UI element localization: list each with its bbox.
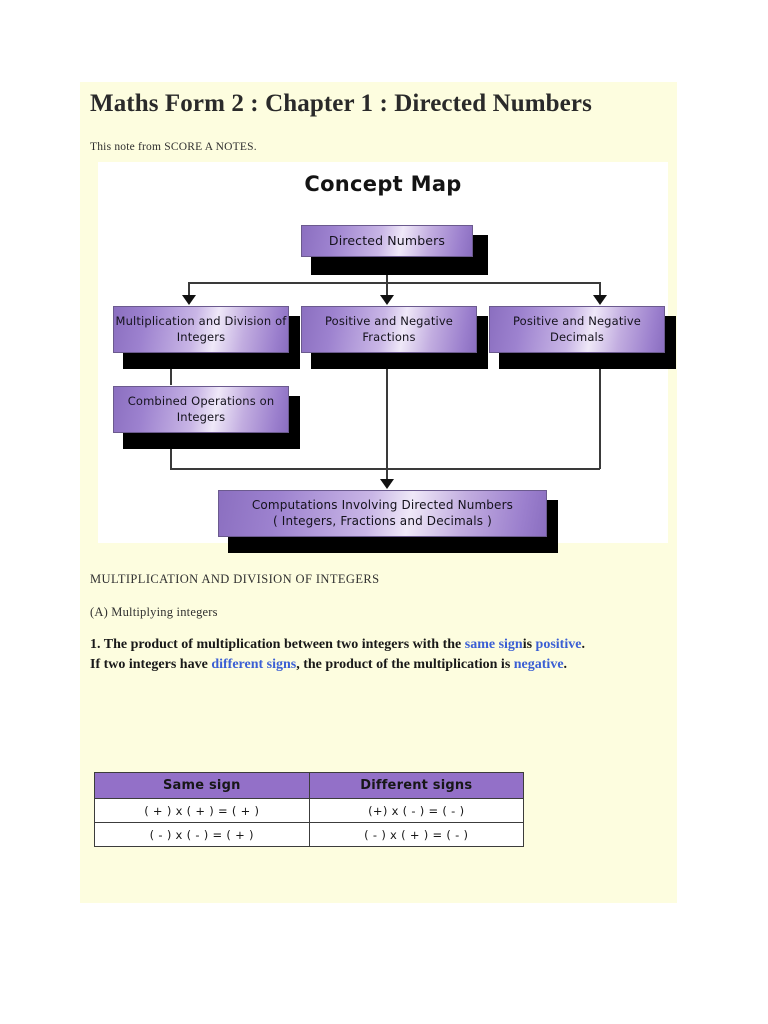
concept-node-label-line1: Computations Involving Directed Numbers xyxy=(251,497,514,512)
sign-rules-table: Same sign Different signs ( + ) x ( + ) … xyxy=(94,772,524,847)
rule-paragraph: 1. The product of multiplication between… xyxy=(90,635,598,675)
arrowhead-result xyxy=(380,479,394,489)
table-row: ( - ) x ( - ) = ( + ) ( - ) x ( + ) = ( … xyxy=(94,822,524,847)
table-cell-same-sign-1: ( + ) x ( + ) = ( + ) xyxy=(94,798,310,823)
concept-node-combined-operations-integers: Combined Operations on Integers xyxy=(113,386,289,433)
table-cell-same-sign-2: ( - ) x ( - ) = ( + ) xyxy=(94,822,310,847)
document-sheet: Maths Form 2 : Chapter 1 : Directed Numb… xyxy=(80,82,677,903)
connector-combined-down xyxy=(170,433,172,469)
table-header-row: Same sign Different signs xyxy=(94,772,524,799)
table-header-same-sign: Same sign xyxy=(94,772,310,799)
page-title: Maths Form 2 : Chapter 1 : Directed Numb… xyxy=(90,90,592,117)
concept-node-positive-negative-decimals: Positive and Negative Decimals xyxy=(489,306,665,353)
concept-map-canvas: Concept Map xyxy=(98,162,668,543)
arrowhead-center xyxy=(380,295,394,305)
rule-text-part5: . xyxy=(563,656,568,672)
rule-number: 1. xyxy=(90,637,101,652)
table-cell-different-signs-2: ( - ) x ( + ) = ( - ) xyxy=(308,822,524,847)
rule-text-part4: , the product of the multiplication is xyxy=(296,656,514,672)
concept-node-label: Combined Operations on Integers xyxy=(127,394,275,424)
arrowhead-right xyxy=(593,295,607,305)
document-source-note: This note from SCORE A NOTES. xyxy=(90,141,257,153)
rule-highlight-negative: negative xyxy=(513,656,564,672)
table-header-different-signs: Different signs xyxy=(308,772,524,799)
section-heading-multiplication-division: MULTIPLICATION AND DIVISION OF INTEGERS xyxy=(90,572,380,586)
connector-drop-center xyxy=(386,282,388,299)
table-row: ( + ) x ( + ) = ( + ) (+) x ( - ) = ( - … xyxy=(94,798,524,823)
table-cell-different-signs-1: (+) x ( - ) = ( - ) xyxy=(308,798,524,823)
rule-text-part1: The product of multiplication between tw… xyxy=(100,637,465,652)
section-subheading-multiplying-integers: (A) Multiplying integers xyxy=(90,605,218,619)
concept-node-label: Positive and Negative Fractions xyxy=(324,314,454,344)
connector-center-branch-down xyxy=(386,353,388,483)
connector-bottom-bus xyxy=(170,468,600,470)
concept-node-directed-numbers: Directed Numbers xyxy=(301,225,473,257)
rule-text-part3: . If two integers have xyxy=(90,637,585,672)
concept-node-label-line2: ( Integers, Fractions and Decimals ) xyxy=(273,513,492,528)
concept-node-computations-directed-numbers: Computations Involving Directed Numbers … xyxy=(218,490,547,537)
rule-highlight-same-sign: same sign xyxy=(464,637,523,652)
connector-drop-right xyxy=(599,282,601,299)
rule-highlight-positive: positive xyxy=(535,637,582,652)
concept-map-image: Concept Map Directed Numbers Multiplicat… xyxy=(98,162,676,553)
arrowhead-left xyxy=(182,295,196,305)
concept-node-positive-negative-fractions: Positive and Negative Fractions xyxy=(301,306,477,353)
connector-drop-left xyxy=(188,282,190,299)
concept-map-title: Concept Map xyxy=(304,172,462,196)
connector-right-branch-down xyxy=(599,353,601,469)
concept-node-label: Multiplication and Division of Integers xyxy=(115,314,287,344)
concept-node-label: Directed Numbers xyxy=(328,232,446,248)
concept-node-multiplication-division-integers: Multiplication and Division of Integers xyxy=(113,306,289,353)
rule-highlight-different-signs: different signs xyxy=(211,656,297,672)
concept-node-label: Positive and Negative Decimals xyxy=(512,314,642,344)
connector-horizontal-bus xyxy=(188,282,600,284)
rule-text-part2: is xyxy=(522,637,536,652)
connector-to-combined-operations xyxy=(170,353,172,385)
